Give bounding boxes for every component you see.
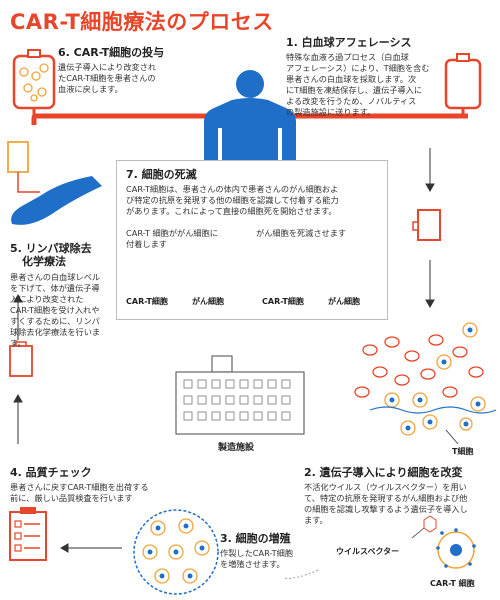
step5-desc-line: 患者さんの白血球レベル — [10, 272, 101, 282]
step3-desc-line: を増殖させます。 — [220, 559, 285, 569]
step5-desc-line: 入により改変された — [10, 294, 84, 304]
arrow-down-2 — [425, 260, 435, 309]
cart-cell-virus-icon — [411, 515, 476, 569]
cancer-label-right: がん細胞 — [328, 297, 360, 306]
step5-title-line: 化学療法 — [22, 255, 66, 268]
facility-label: 製造施設 — [218, 443, 255, 453]
step7-right-caption: がん細胞を死滅させます — [256, 228, 347, 238]
page-title: CAR-T細胞療法のプロセス — [10, 10, 274, 34]
step7-desc-line: び特定の抗原を発現する他の細胞を認識して付着する能力 — [126, 195, 339, 205]
step6-desc-line: 遺伝子導入により改変され — [58, 62, 157, 72]
step5-desc-line: CAR-T細胞を受け入れや — [10, 305, 100, 315]
step7-desc: CAR-T細胞は、患者さんの体内で患者さんのがん細胞およ び特定の抗原を発現する… — [126, 184, 382, 217]
step5-title-line: 5. リンパ球除去 — [10, 242, 92, 255]
step6-title: 6. CAR-T細胞の投与 — [58, 46, 165, 59]
clipboard-icon — [9, 341, 33, 377]
step5-title: 5. リンパ球除去 化学療法 — [10, 242, 92, 268]
step4-desc: 患者さんに戻すCAR-T細胞を出荷する 前に、厳しい品質検査を行います — [10, 482, 190, 504]
step1-title: 1. 白血球アフェレーシス — [286, 36, 412, 49]
step7-left-caption: CAR-T 細胞ががん細胞に 付着します — [126, 228, 218, 250]
step5-desc-line: す。 — [10, 338, 26, 348]
step1-desc-line: 患者さんの白血球を採取します。次 — [286, 74, 417, 84]
caption-line: CAR-T 細胞ががん細胞に — [126, 228, 218, 238]
arrow-up-1 — [13, 393, 23, 444]
step5-desc-line: すくするために、リンパ — [10, 316, 100, 326]
arrow-up-2 — [13, 293, 23, 340]
cancer-label-left: がん細胞 — [192, 297, 224, 306]
cart-label-right: CAR-T細胞 — [262, 297, 304, 306]
step5-desc-line: 球除去化学療法を行いま — [10, 327, 101, 337]
iv-bag-left-icon — [12, 49, 56, 116]
circulation-line — [31, 113, 468, 125]
step4-desc-line: 患者さんに戻すCAR-T細胞を出荷する — [10, 482, 149, 492]
cart-cell-label: CAR-T 細胞 — [430, 579, 475, 588]
manufacturing-facility-icon — [175, 355, 305, 435]
step1-desc-line: 特殊な血液ろ過プロセス（白血球 — [286, 52, 409, 62]
step5-desc-line: を下げて、体が遺伝子導 — [10, 283, 100, 293]
tcell-label: T細胞 — [452, 447, 474, 456]
step7-title: 7. 細胞の死滅 — [126, 168, 197, 181]
step1-desc-line: よる改変を行うため、ノバルティス — [286, 96, 417, 106]
cell-growth-dish-icon — [133, 509, 219, 595]
step6-desc-line: 血液に戻します。 — [58, 84, 123, 94]
caption-line: 付着します — [126, 239, 167, 249]
arrow-down-1 — [425, 148, 435, 193]
arrow-step2-to-3 — [283, 569, 319, 579]
step2-title: 2. 遺伝子導入により細胞を改変 — [304, 466, 463, 479]
step2-desc-line: 不活化ウイルス（ウイルスベクター）を用い — [304, 482, 467, 492]
arrow-left — [59, 543, 122, 553]
step4-title: 4. 品質チェック — [10, 466, 92, 479]
step6-desc-line: たCAR-T細胞を患者さんの — [58, 73, 156, 83]
step1-desc-line: アフェレーシス）により、T細胞を含む — [286, 63, 430, 73]
step1-desc-line: の製造施設に送ります。 — [286, 107, 376, 117]
step2-desc-line: て、特定の抗原を発現するがん細胞および他 — [304, 493, 468, 503]
shipping-box-icon — [412, 209, 441, 241]
iv-drip-arm-icon — [7, 141, 102, 225]
step7-desc-line: CAR-T細胞は、患者さんの体内で患者さんのがん細胞およ — [126, 184, 339, 194]
step4-desc-line: 前に、厳しい品質検査を行います — [10, 493, 133, 503]
blood-cells-cluster-icon — [354, 322, 497, 445]
step6-desc: 遺伝子導入により改変され たCAR-T細胞を患者さんの 血液に戻します。 — [58, 62, 218, 95]
step2-desc: 不活化ウイルス（ウイルスベクター）を用い て、特定の抗原を発現するがん細胞および… — [304, 482, 496, 526]
cart-label-left: CAR-T細胞 — [126, 297, 168, 306]
iv-bag-right-icon — [444, 53, 482, 116]
step2-desc-line: ます。 — [304, 515, 328, 525]
step3-title: 3. 細胞の増殖 — [220, 532, 291, 545]
step5-desc: 患者さんの白血球レベル を下げて、体が遺伝子導 入により改変された CAR-T細… — [10, 272, 118, 349]
checklist-icon — [9, 507, 47, 561]
step7-box — [116, 160, 388, 320]
step3-desc: 作製したCAR-T細胞 を増殖させます。 — [220, 548, 310, 570]
step2-desc-line: の細胞を認識し攻撃するよう遺伝子を導入し — [304, 504, 468, 514]
step3-desc-line: 作製したCAR-T細胞 — [220, 548, 294, 558]
virus-vector-label: ウイルスベクター — [336, 547, 400, 556]
step1-desc: 特殊な血液ろ過プロセス（白血球 アフェレーシス）により、T細胞を含む 患者さんの… — [286, 52, 446, 118]
step1-desc-line: にT細胞を凍結保存し、遺伝子導入に — [286, 85, 423, 95]
step7-desc-line: があります。これによって直接の細胞死を開始させます。 — [126, 206, 337, 216]
